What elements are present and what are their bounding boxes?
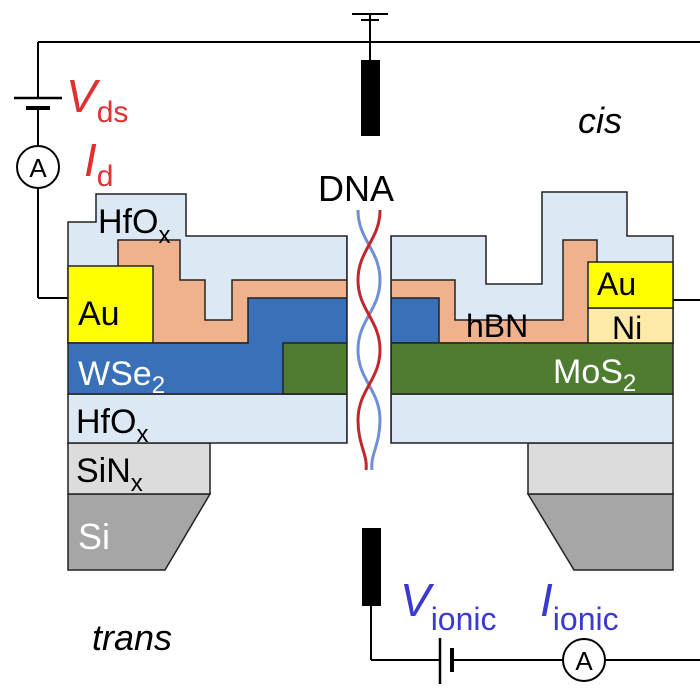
dna-helix-icon	[356, 209, 382, 471]
sinx-layer-left	[67, 442, 211, 495]
au-right-label: Au	[597, 266, 636, 302]
ammeter-ionic-icon: A	[562, 638, 606, 682]
wse2-layer-right	[390, 297, 440, 344]
vionic-battery-icon	[438, 638, 454, 684]
hfox-bottom-label: HfOx	[76, 403, 148, 448]
ni-label: Ni	[612, 310, 642, 346]
nanopore-channel	[347, 236, 391, 443]
dna-strand-blue	[356, 209, 382, 471]
si-layer-right	[526, 493, 674, 571]
device-stack	[67, 191, 674, 571]
hfox-bottom-layer-right	[390, 393, 674, 444]
ammeter-left-symbol: A	[29, 153, 47, 183]
sinx-layer-right	[527, 442, 674, 495]
dna-strand-red	[356, 209, 382, 471]
au-contact-right	[587, 261, 674, 309]
top-electrode	[361, 60, 380, 136]
trans-label: trans	[92, 617, 172, 658]
vds-battery-icon	[14, 96, 62, 110]
mos2-layer-left	[282, 342, 348, 395]
au-left-label: Au	[78, 295, 120, 333]
hbn-label: hBN	[466, 308, 528, 344]
si-label: Si	[78, 516, 110, 557]
id-label: Id	[84, 134, 113, 193]
wse2-label: WSe2	[78, 355, 165, 399]
mos2-layer-right	[390, 342, 674, 395]
device-circuit	[37, 13, 700, 661]
cis-label: cis	[578, 100, 622, 141]
iionic-label: Iionic	[540, 574, 619, 637]
bottom-electrode	[362, 528, 381, 606]
sinx-label: SiNx	[76, 452, 143, 497]
au-contact-left	[67, 265, 154, 344]
hfox-top-label: HfOx	[98, 203, 170, 249]
vionic-label: Vionic	[400, 574, 497, 637]
ammeter-ionic-symbol: A	[575, 646, 593, 676]
mos2-label: MoS2	[553, 353, 636, 397]
vds-label: Vds	[66, 70, 128, 129]
ammeter-left-icon: A	[16, 145, 60, 189]
dna-label: DNA	[318, 168, 394, 209]
